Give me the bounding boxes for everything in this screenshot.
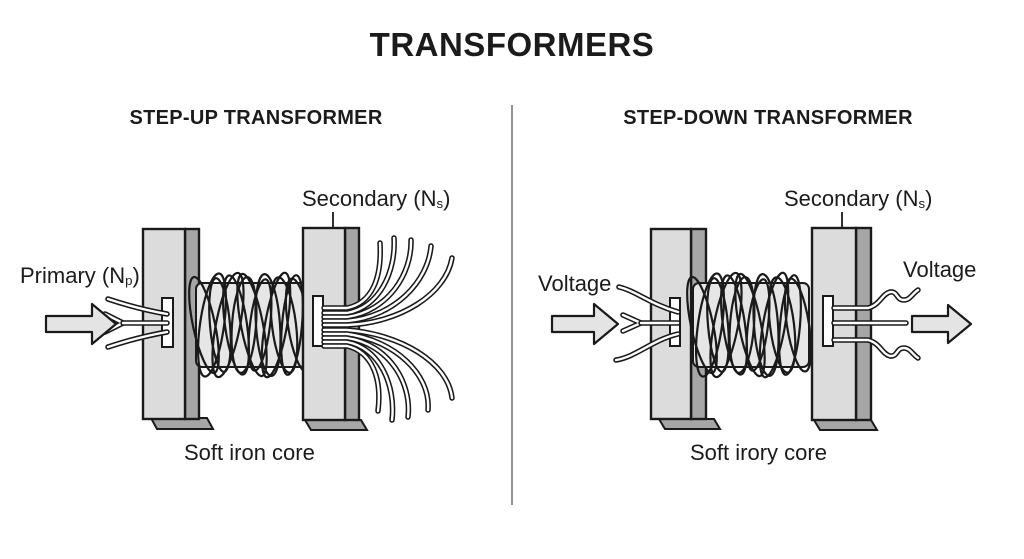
step-up-panel: STEP-UP TRANSFORMER bbox=[20, 107, 455, 465]
step-up-left-core-plate bbox=[141, 227, 215, 430]
step-down-heading: STEP-DOWN TRANSFORMER bbox=[623, 107, 913, 129]
primary-input-wires bbox=[102, 296, 170, 350]
voltage-input-wires bbox=[613, 284, 681, 363]
label-subscript: p bbox=[125, 272, 133, 288]
label-text: Secondary (N bbox=[302, 186, 437, 211]
label-text: Primary (N bbox=[20, 263, 126, 288]
primary-bobbin-slot bbox=[669, 297, 681, 347]
input-arrow-icon bbox=[550, 302, 620, 346]
panel-divider-line bbox=[511, 105, 513, 505]
step-down-panel: STEP-DOWN TRANSFORMER bbox=[512, 0, 1024, 559]
step-up-heading: STEP-UP TRANSFORMER bbox=[129, 107, 383, 129]
label-close: ) bbox=[925, 186, 933, 211]
secondary-bobbin-slot bbox=[822, 295, 834, 347]
core-caption: Soft iron core bbox=[184, 440, 315, 465]
label-subscript: s bbox=[918, 195, 926, 211]
label-close: ) bbox=[132, 263, 140, 288]
primary-winding-label: Primary (Np) bbox=[20, 263, 140, 289]
voltage-input-label: Voltage bbox=[538, 271, 612, 296]
label-subscript: s bbox=[436, 195, 444, 211]
label-text: Secondary (N bbox=[784, 186, 919, 211]
step-up-right-core-plate bbox=[301, 226, 369, 431]
core-caption: Soft irory core bbox=[690, 440, 827, 465]
primary-bobbin-slot bbox=[161, 297, 174, 348]
step-down-coil-winding bbox=[686, 271, 813, 379]
step-down-right-core-plate bbox=[810, 226, 879, 431]
voltage-output-wires bbox=[831, 287, 921, 361]
label-close: ) bbox=[443, 186, 451, 211]
step-up-coil-winding bbox=[188, 271, 314, 379]
page-title: TRANSFORMERS bbox=[369, 26, 655, 63]
step-down-left-core-plate bbox=[649, 227, 722, 430]
secondary-output-wire-fan bbox=[321, 235, 455, 423]
voltage-output-label: Voltage bbox=[903, 257, 977, 282]
secondary-winding-label: Secondary (Ns) bbox=[784, 186, 932, 212]
input-arrow-icon bbox=[44, 302, 118, 346]
secondary-winding-label: Secondary (Ns) bbox=[302, 186, 450, 212]
secondary-bobbin-slot bbox=[312, 295, 324, 347]
output-arrow-icon bbox=[910, 303, 973, 345]
